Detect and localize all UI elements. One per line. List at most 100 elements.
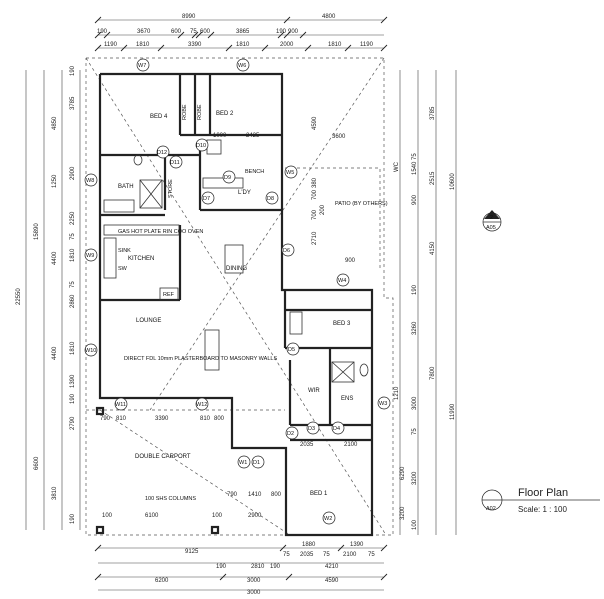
dim-right-c3-2: 900	[412, 194, 418, 205]
section-marker-top: 2	[490, 215, 493, 221]
dim-top-r2-1: 190	[97, 29, 108, 35]
room-store: STORE	[168, 179, 174, 198]
dim-top-r2-8: 900	[288, 29, 299, 35]
dim-misc-2: 700	[312, 189, 318, 200]
door-tag-d3: D3	[306, 421, 320, 435]
dim-top-r2-4: 75	[190, 29, 197, 35]
dim-right-outer-1: 10600	[450, 173, 456, 190]
room-patio: PATIO (BY OTHERS)	[335, 201, 388, 207]
dim-top-r2-2: 3670	[137, 29, 151, 35]
svg-text:W2: W2	[324, 516, 332, 522]
title-marker-bottom: A02	[486, 506, 496, 512]
door-tag-d4: D4	[331, 421, 345, 435]
dim-right-mid-2: 3600	[332, 134, 346, 140]
dim-top-r3-7: 1190	[360, 42, 374, 48]
svg-text:D1: D1	[253, 460, 260, 466]
window-tag-w3: W3	[377, 396, 391, 410]
dim-bot-r3-3: 4210	[325, 564, 339, 570]
dim-top-r3-3: 3390	[188, 42, 202, 48]
dim-left-c4-1: 190	[70, 65, 76, 76]
dim-bot-r2-7: 2100	[343, 552, 357, 558]
dim-top-overall-2: 4800	[322, 14, 336, 20]
dim-int-11: 6100	[145, 513, 159, 519]
dim-int-18: 3200	[400, 506, 406, 520]
dim-right-c3-1: 1540	[412, 161, 418, 175]
dim-right-small-3: 1210	[394, 386, 400, 400]
dim-left-c4-5: 190	[70, 393, 76, 404]
window-tag-w9: W9	[84, 248, 98, 262]
section-marker: 2 A05	[482, 210, 502, 232]
dim-int-8: 790	[227, 492, 238, 498]
dim-misc-3: 200	[320, 204, 326, 215]
svg-text:D9: D9	[224, 175, 231, 181]
flue-note: DIRECT FDL 10mm PLASTERBOARD TO MASONRY …	[124, 356, 277, 362]
dim-right-c3-3: 3260	[412, 321, 418, 335]
svg-text:D4: D4	[333, 426, 340, 432]
window-tag-w10: W10	[84, 343, 98, 357]
svg-text:D11: D11	[170, 160, 180, 166]
dim-bot-r2-1: 190	[216, 564, 227, 570]
door-tag-d6: D6	[281, 243, 295, 257]
dim-left-c4-6: 190	[70, 513, 76, 524]
dim-top-r3-6: 1810	[328, 42, 342, 48]
dim-int-12: 2900	[248, 513, 262, 519]
dim-left-c2-4: 3810	[52, 486, 58, 500]
svg-text:D12: D12	[157, 150, 167, 156]
window-tag-w1: W1	[237, 455, 251, 469]
svg-text:W9: W9	[86, 253, 94, 259]
svg-text:W7: W7	[138, 63, 146, 69]
dim-bot-r1-1: 9125	[185, 549, 199, 555]
dim-int-4: 810	[200, 416, 211, 422]
room-laundry: L'DY	[238, 190, 251, 196]
dim-right-c2-4: 7800	[430, 366, 436, 380]
dim-int-7: 2100	[344, 442, 358, 448]
door-tag-d11: D11	[169, 155, 183, 169]
room-kitchen: KITCHEN	[128, 256, 154, 262]
dim-int-5: 800	[214, 416, 225, 422]
dim-left-c2-3: 4400	[52, 346, 58, 360]
dim-bot-r2-8: 75	[368, 552, 375, 558]
dim-left-c3-5: 2860	[70, 294, 76, 308]
dim-top-overall-1: 8990	[182, 14, 196, 20]
dim-bot-r1-2: 1880	[302, 542, 316, 548]
interior-dims: 790 810 3390 810 800 2035 2100 790 1410 …	[100, 116, 406, 520]
dim-bot-r2-2: 2810	[251, 564, 265, 570]
door-tag-d10: D10	[195, 138, 209, 152]
wc-label: WC	[394, 161, 400, 172]
dim-right-c3-5: 3200	[412, 471, 418, 485]
window-tag-w2: W2	[322, 511, 336, 525]
room-bed3: BED 3	[333, 321, 351, 327]
dim-left-c2-2: 4400	[52, 251, 58, 265]
svg-text:W3: W3	[379, 401, 387, 407]
room-carport: DOUBLE CARPORT	[135, 454, 191, 460]
svg-text:W10: W10	[85, 348, 96, 354]
room-sw: SW	[118, 266, 128, 272]
dim-int-19: 900	[345, 258, 356, 264]
dim-int-13: 100	[102, 513, 113, 519]
dim-top-r3-2: 1810	[136, 42, 150, 48]
dim-right-small-2: 190	[412, 284, 418, 295]
window-tag-w5: W5	[284, 165, 298, 179]
window-tag-w8: W8	[84, 173, 98, 187]
window-tags: W7 W6 W8 W5 W9 W4 W10 W3 W11 W12 W1 W2	[84, 58, 391, 525]
door-tag-d5: D5	[286, 342, 300, 356]
door-tag-d12: D12	[156, 145, 170, 159]
dim-int-15: 700	[312, 209, 318, 220]
dim-right-mid-3: 4590	[312, 116, 318, 130]
dim-bot-r2-3: 190	[270, 564, 281, 570]
window-tag-w7: W7	[136, 58, 150, 72]
dim-right-small-1: 75	[412, 153, 418, 160]
dim-int-2: 810	[116, 416, 127, 422]
room-lounge: LOUNGE	[136, 318, 161, 324]
door-tag-d8: D8	[265, 191, 279, 205]
dim-top-r3-4: 1810	[236, 42, 250, 48]
room-sink: SINK	[118, 248, 131, 254]
roof-lines	[85, 57, 394, 536]
dim-top-r2-3: 600	[171, 29, 182, 35]
room-bed2: BED 2	[216, 111, 234, 117]
door-tags: D12 D10 D11 D9 D7 D8 D6 D5 D2 D3 D4 D1	[156, 138, 345, 469]
room-robe-1: ROBE	[182, 104, 188, 120]
dim-int-10: 800	[271, 492, 282, 498]
dim-top-r2-5: 600	[200, 29, 211, 35]
svg-text:D6: D6	[283, 248, 290, 254]
